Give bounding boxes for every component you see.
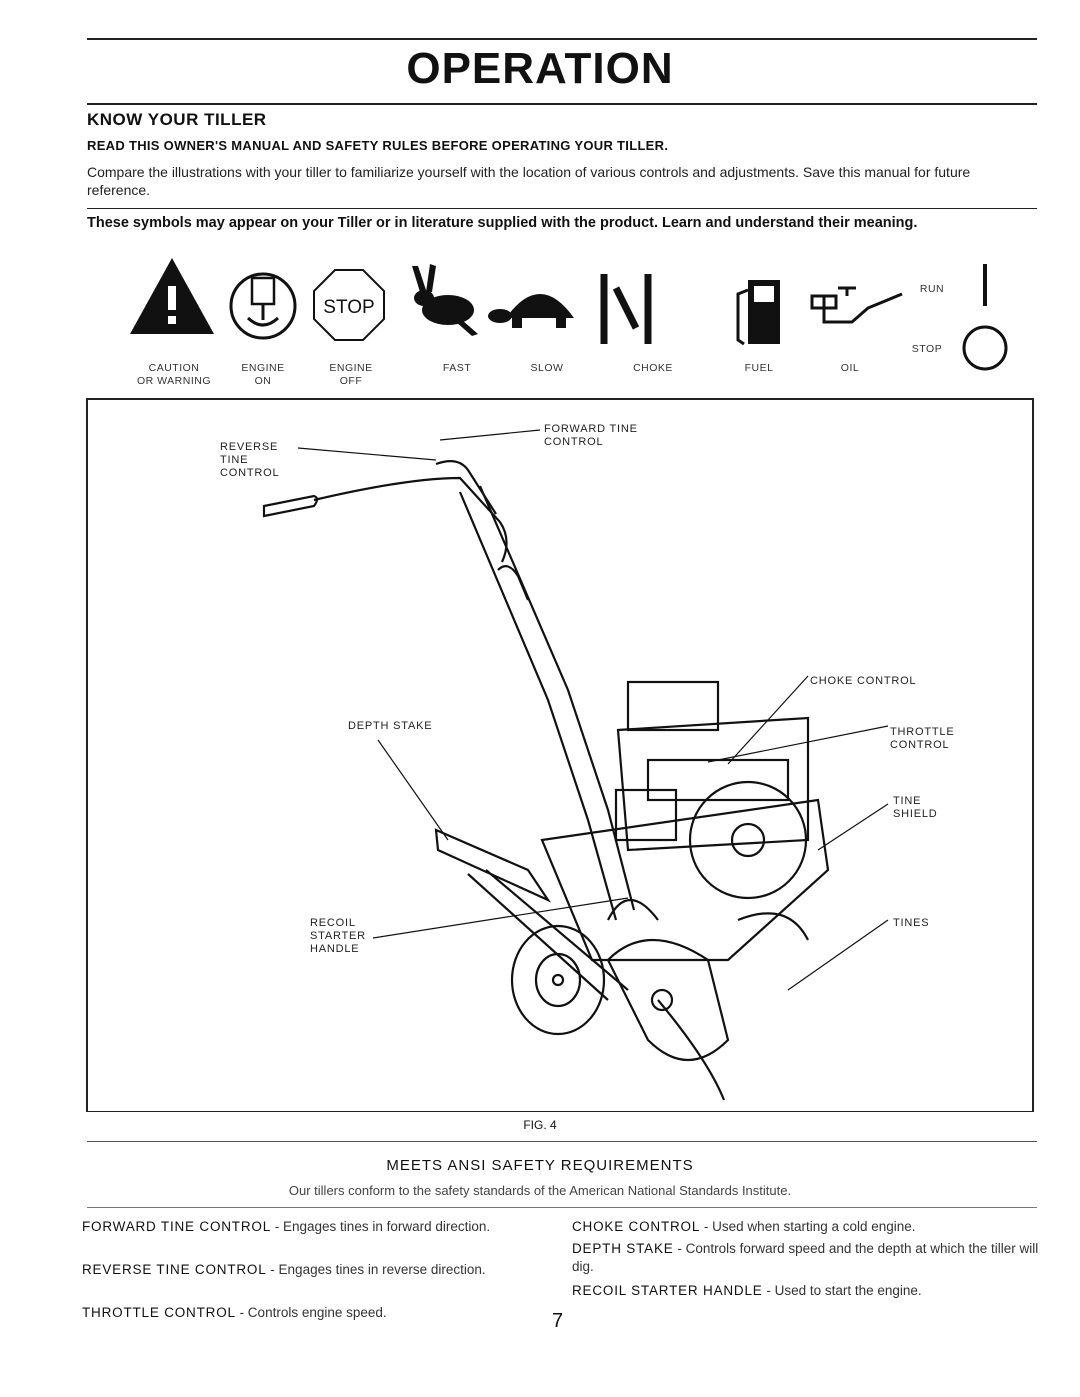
rabbit-icon xyxy=(412,264,478,336)
caution-label: CAUTION OR WARNING xyxy=(136,362,212,387)
oil-can-icon xyxy=(810,286,903,324)
desc-reverse: REVERSE TINE CONTROL - Engages tines in … xyxy=(82,1262,486,1277)
title-rule xyxy=(87,103,1037,105)
fast-label: FAST xyxy=(442,362,472,374)
engine-on-icon xyxy=(229,272,297,340)
desc-throttle: THROTTLE CONTROL - Controls engine speed… xyxy=(82,1305,387,1320)
engine-off-label: ENGINE OFF xyxy=(329,362,373,387)
page-title: OPERATION xyxy=(406,44,674,93)
oil-label: OIL xyxy=(840,362,860,374)
desc-depth: DEPTH STAKE - Controls forward speed and… xyxy=(572,1241,1039,1274)
throttle-control-label: THROTTLE CONTROL xyxy=(890,726,955,751)
ansi-rule xyxy=(87,1207,1037,1208)
recoil-starter-label: RECOIL STARTER HANDLE xyxy=(310,917,366,955)
symbols-graphics: STOP xyxy=(130,258,1008,371)
caption-rule xyxy=(87,1141,1037,1142)
forward-tine-label: FORWARD TINE CONTROL xyxy=(544,423,638,448)
page-number: 7 xyxy=(552,1310,564,1332)
turtle-icon xyxy=(488,294,574,328)
choke-control-label: CHOKE CONTROL xyxy=(810,675,917,687)
ansi-text: Our tillers conform to the safety standa… xyxy=(288,1183,792,1198)
reverse-tine-label: REVERSE TINE CONTROL xyxy=(220,441,280,479)
figure-box xyxy=(86,398,1034,1112)
depth-stake-label: DEPTH STAKE xyxy=(348,720,433,732)
intro-rule xyxy=(87,208,1037,209)
desc-forward: FORWARD TINE CONTROL - Engages tines in … xyxy=(82,1219,491,1234)
desc-choke: CHOKE CONTROL - Used when starting a col… xyxy=(572,1219,916,1234)
stop-sign-text: STOP xyxy=(323,297,374,318)
stop-label: STOP xyxy=(911,343,943,355)
tiller-illustration xyxy=(262,429,889,1101)
section-heading: KNOW YOUR TILLER xyxy=(87,110,267,129)
run-label: RUN xyxy=(919,283,945,295)
desc-recoil: RECOIL STARTER HANDLE - Used to start th… xyxy=(572,1283,922,1298)
engine-on-label: ENGINE ON xyxy=(241,362,285,387)
symbols-intro: These symbols may appear on your Tiller … xyxy=(87,215,918,231)
top-rule xyxy=(87,38,1037,40)
choke-icon xyxy=(600,274,652,344)
figure-caption: FIG. 4 xyxy=(523,1118,557,1132)
engine-off-icon: STOP xyxy=(313,269,385,341)
tine-shield-label: TINE SHIELD xyxy=(893,795,938,820)
read-notice: READ THIS OWNER'S MANUAL AND SAFETY RULE… xyxy=(87,138,669,153)
caution-icon xyxy=(130,258,214,334)
fuel-label: FUEL xyxy=(744,362,774,374)
symbols-row: STOP xyxy=(0,250,1080,400)
ansi-title: MEETS ANSI SAFETY REQUIREMENTS xyxy=(386,1157,694,1174)
intro-paragraph: Compare the illustrations with your till… xyxy=(87,164,971,198)
slow-label: SLOW xyxy=(530,362,564,374)
choke-label: CHOKE xyxy=(633,362,673,374)
tines-label: TINES xyxy=(893,917,930,929)
stop-circle-icon xyxy=(962,325,1008,371)
fuel-icon xyxy=(736,280,780,346)
